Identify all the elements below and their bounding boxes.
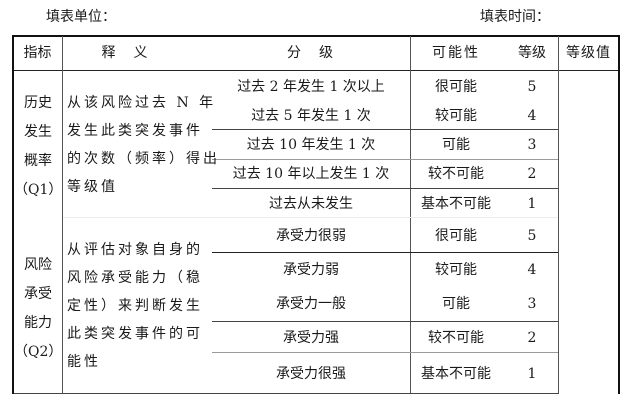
grade-cell: 承受力一般 bbox=[276, 296, 346, 312]
indicator-line: 历史 bbox=[24, 95, 52, 111]
level-cell: 4 bbox=[527, 108, 537, 124]
definition-q2: 从评估对象自身的 风险承受能力（稳 定性）来判断发生 此类突发事件的可 能性 bbox=[67, 236, 203, 376]
row-divider bbox=[212, 129, 558, 130]
definition-line: 风险承受能力（稳 bbox=[67, 270, 203, 286]
col-divider-3 bbox=[410, 36, 411, 393]
level-cell: 5 bbox=[527, 228, 537, 244]
grade-cell: 承受力很强 bbox=[276, 366, 346, 382]
indicator-line: 承受 bbox=[24, 286, 52, 302]
header-likelihood: 可能性 bbox=[432, 45, 480, 61]
likelihood-cell: 较可能 bbox=[435, 108, 477, 124]
indicator-line: （Q1） bbox=[14, 182, 63, 198]
header-bottom-border bbox=[13, 70, 620, 71]
definition-line: 从评估对象自身的 bbox=[67, 242, 203, 258]
indicator-name-q1: 历史 发生 概率 （Q1） bbox=[14, 89, 62, 205]
header-indicator: 指标 bbox=[23, 45, 52, 61]
grade-cell: 过去从未发生 bbox=[269, 196, 353, 212]
col-divider-1 bbox=[62, 36, 63, 393]
grade-cell: 过去 5 年发生 1 次 bbox=[251, 108, 371, 124]
fill-unit-label: 填表单位： bbox=[46, 9, 116, 25]
indicator-line: 能力 bbox=[24, 315, 52, 331]
definition-line: 发生此类突发事件 bbox=[67, 123, 203, 139]
definition-line: 能性 bbox=[67, 354, 101, 370]
likelihood-cell: 很可能 bbox=[435, 79, 477, 95]
col-divider-5 bbox=[558, 36, 559, 393]
level-cell: 4 bbox=[527, 262, 537, 278]
level-value-input-cell[interactable] bbox=[560, 72, 617, 392]
row-divider bbox=[212, 159, 558, 160]
grade-cell: 承受力强 bbox=[283, 330, 339, 346]
definition-line: 等级值 bbox=[67, 179, 118, 195]
header-grade: 分 级 bbox=[287, 45, 335, 61]
likelihood-cell: 较不可能 bbox=[428, 166, 484, 182]
grade-cell: 过去 10 年以上发生 1 次 bbox=[232, 166, 390, 182]
table-bottom-border bbox=[13, 393, 559, 394]
header-level-value: 等级值 bbox=[566, 45, 611, 61]
table-top-border bbox=[13, 35, 620, 37]
indicator-line: 发生 bbox=[24, 124, 52, 140]
likelihood-cell: 可能 bbox=[442, 296, 470, 312]
grade-cell: 承受力很弱 bbox=[276, 228, 346, 244]
level-cell: 3 bbox=[527, 137, 537, 153]
level-cell: 1 bbox=[527, 366, 537, 382]
likelihood-cell: 基本不可能 bbox=[421, 366, 491, 382]
level-cell: 1 bbox=[527, 196, 537, 212]
indicator-name-q2: 风险 承受 能力 （Q2） bbox=[14, 251, 62, 367]
level-cell: 2 bbox=[527, 330, 537, 346]
header-definition: 释 义 bbox=[101, 45, 150, 61]
level-cell: 2 bbox=[527, 166, 537, 182]
definition-q1: 从该风险过去 N 年 发生此类突发事件 的次数（频率）得出 等级值 bbox=[67, 89, 220, 201]
fill-time-label: 填表时间： bbox=[480, 9, 550, 25]
likelihood-cell: 基本不可能 bbox=[421, 196, 491, 212]
group-divider bbox=[63, 217, 558, 218]
level-cell: 5 bbox=[527, 79, 537, 95]
definition-line: 此类突发事件的可 bbox=[67, 326, 203, 342]
grade-cell: 过去 2 年发生 1 次以上 bbox=[237, 79, 385, 95]
definition-line: 定性）来判断发生 bbox=[67, 298, 203, 314]
likelihood-cell: 较可能 bbox=[435, 262, 477, 278]
row-divider bbox=[212, 321, 558, 322]
grade-cell: 承受力弱 bbox=[283, 262, 339, 278]
table-right-border bbox=[618, 35, 620, 394]
indicator-line: （Q2） bbox=[14, 344, 63, 360]
row-divider bbox=[212, 252, 558, 253]
likelihood-cell: 较不可能 bbox=[428, 330, 484, 346]
indicator-line: 风险 bbox=[24, 257, 52, 273]
definition-line: 的次数（频率）得出 bbox=[67, 151, 220, 167]
likelihood-cell: 可能 bbox=[442, 137, 470, 153]
grade-cell: 过去 10 年发生 1 次 bbox=[246, 137, 376, 153]
level-cell: 3 bbox=[527, 296, 537, 312]
likelihood-cell: 很可能 bbox=[435, 228, 477, 244]
row-divider bbox=[212, 352, 558, 353]
indicator-line: 概率 bbox=[24, 153, 52, 169]
row-divider bbox=[212, 188, 558, 189]
table-left-border bbox=[12, 35, 14, 394]
definition-line: 从该风险过去 N 年 bbox=[67, 95, 217, 111]
header-level: 等级 bbox=[518, 45, 546, 61]
